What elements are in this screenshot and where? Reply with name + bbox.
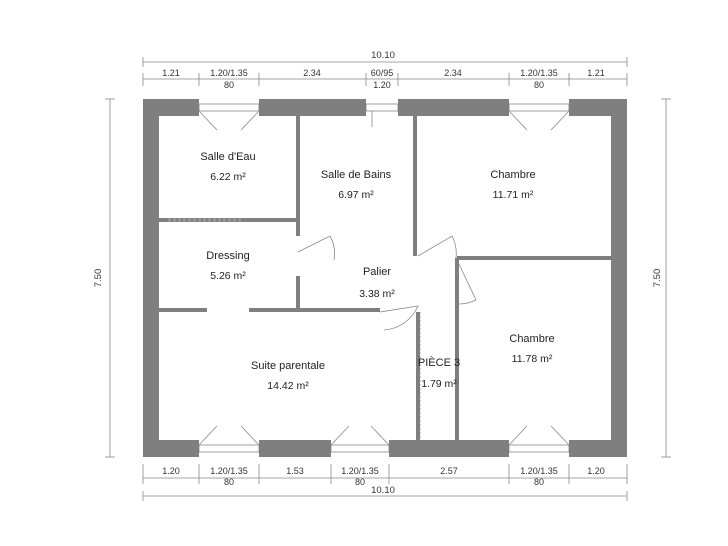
top-dim-4: 60/95 [371, 68, 394, 78]
top-dimensions: 10.10 1.21 1.20/1.35 2.34 60/95 2.34 1.2… [142, 50, 628, 90]
room-area-piece-3: 1.79 m² [421, 378, 457, 390]
windows [198, 103, 570, 453]
room-name-salle-eau: Salle d'Eau [200, 151, 255, 163]
room-name-palier: Palier [363, 266, 391, 278]
top-total-dimension: 10.10 [371, 50, 395, 61]
room-name-chambre-1: Chambre [490, 169, 535, 181]
top-dim-2: 1.20/1.35 [210, 68, 248, 78]
bottom-dim-2: 1.20/1.35 [210, 466, 248, 476]
bottom-sub-dim-1: 80 [224, 477, 234, 487]
room-name-chambre-2: Chambre [509, 333, 554, 345]
room-name-suite-parentale: Suite parentale [251, 360, 325, 372]
exterior-walls [143, 99, 627, 457]
top-dim-7: 1.21 [587, 68, 605, 78]
room-area-palier: 3.38 m² [359, 288, 395, 300]
room-area-chambre-1: 11.71 m² [493, 189, 534, 201]
top-sub-dim-3: 80 [534, 80, 544, 90]
bottom-dim-7: 1.20 [587, 466, 605, 476]
room-area-dressing: 5.26 m² [210, 270, 246, 282]
room-name-piece-3: PIÈCE 3 [418, 356, 460, 369]
bottom-dim-5: 2.57 [440, 466, 458, 476]
top-sub-dim-1: 80 [224, 80, 234, 90]
side-dimensions: 7.50 7.50 [93, 98, 671, 458]
room-area-salle-bains: 6.97 m² [338, 189, 374, 201]
top-dim-1: 1.21 [162, 68, 180, 78]
right-height-dimension: 7.50 [652, 269, 663, 288]
bottom-total-dimension: 10.10 [371, 485, 395, 496]
room-area-salle-eau: 6.22 m² [210, 171, 246, 183]
room-name-dressing: Dressing [206, 250, 249, 262]
room-name-salle-bains: Salle de Bains [321, 169, 392, 181]
interior-doors [297, 235, 477, 438]
bottom-sub-dim-2: 80 [355, 477, 365, 487]
top-dim-3: 2.34 [303, 68, 321, 78]
top-dim-5: 2.34 [444, 68, 462, 78]
left-height-dimension: 7.50 [93, 269, 104, 288]
bottom-dim-1: 1.20 [162, 466, 180, 476]
bottom-dim-6: 1.20/1.35 [520, 466, 558, 476]
bottom-dim-3: 1.53 [286, 466, 304, 476]
room-area-suite-parentale: 14.42 m² [267, 380, 309, 392]
top-dim-6: 1.20/1.35 [520, 68, 558, 78]
room-area-chambre-2: 11.78 m² [512, 353, 553, 365]
room-labels: Salle d'Eau 6.22 m² Salle de Bains 6.97 … [200, 151, 554, 392]
bottom-dim-4: 1.20/1.35 [341, 466, 379, 476]
bottom-sub-dim-3: 80 [534, 477, 544, 487]
bottom-dimensions: 1.20 1.20/1.35 1.53 1.20/1.35 2.57 1.20/… [142, 464, 628, 501]
interior-partitions [159, 116, 611, 440]
top-sub-dim-2: 1.20 [373, 80, 391, 90]
